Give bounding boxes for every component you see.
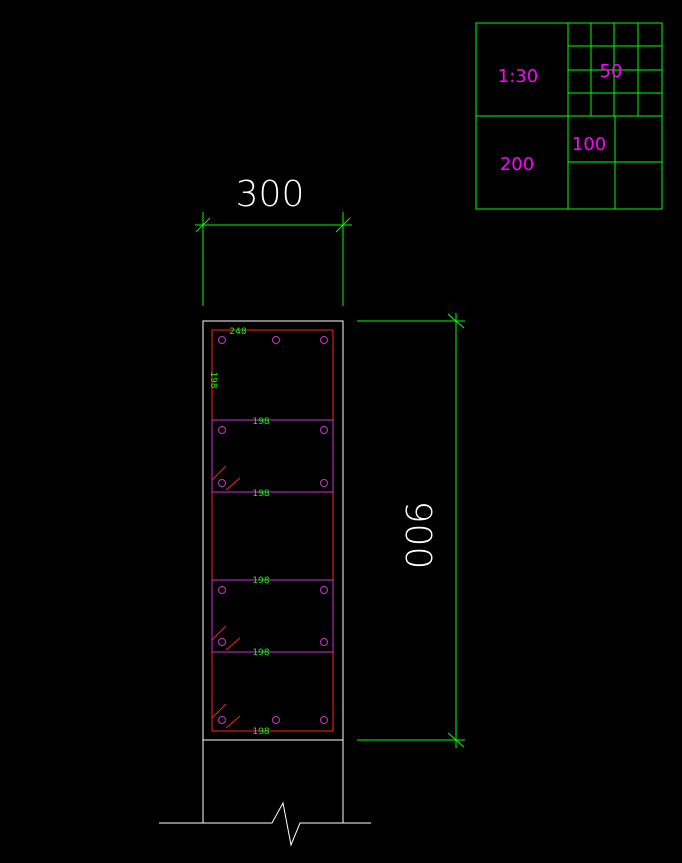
rebar-dot xyxy=(320,426,328,434)
rebar-dot xyxy=(218,479,226,487)
hook-mark xyxy=(225,637,241,651)
height-tick-top xyxy=(447,313,465,329)
column-outline xyxy=(159,320,371,847)
rebar-dot xyxy=(320,479,328,487)
inner-tie-lower xyxy=(211,579,334,653)
width-dimension xyxy=(195,212,352,306)
hook-mark xyxy=(225,715,241,729)
inner-tie-upper xyxy=(211,419,334,493)
legend-label-main: 1:30 xyxy=(498,66,538,87)
rebar-dot xyxy=(320,638,328,646)
inner-ties xyxy=(211,419,334,653)
legend-label-fine: 100 xyxy=(572,134,606,155)
stirrup-hooks xyxy=(211,465,241,729)
hook-mark xyxy=(211,465,227,481)
rebar-dot xyxy=(272,336,280,344)
rebar-dot xyxy=(218,336,226,344)
legend-medium-grid xyxy=(568,116,662,209)
rebar-dot xyxy=(320,586,328,594)
stirrup-label-top: 248 xyxy=(229,327,246,337)
rebar-dot xyxy=(218,638,226,646)
rebar-dot xyxy=(272,716,280,724)
rebar-dot xyxy=(218,586,226,594)
width-tick-left xyxy=(195,217,211,233)
outer-stirrup xyxy=(211,329,334,732)
rebar-dot xyxy=(218,426,226,434)
stirrup-label-row-1: 198 xyxy=(252,417,269,427)
height-dimension xyxy=(357,313,465,748)
stirrup-label-row-5: 198 xyxy=(252,727,269,737)
stirrup-label-row-4: 198 xyxy=(252,648,269,658)
stirrup-label-row-3: 198 xyxy=(252,576,269,586)
rebar-dot xyxy=(218,716,226,724)
width-tick-right xyxy=(335,217,351,233)
hook-mark xyxy=(225,477,241,491)
column-section xyxy=(202,320,344,741)
scale-legend xyxy=(475,22,663,210)
stirrup-label-side: 198 xyxy=(208,371,218,388)
width-dimension-text: 300 xyxy=(236,174,305,215)
break-line xyxy=(159,801,371,847)
stirrup-label-row-2: 198 xyxy=(252,489,269,499)
height-tick-bottom xyxy=(447,732,465,748)
rebar-dot xyxy=(320,336,328,344)
legend-label-large: 200 xyxy=(500,154,534,175)
legend-label-medium: 50 xyxy=(600,61,623,82)
hook-mark xyxy=(211,703,227,719)
legend-fine-grid xyxy=(568,23,662,116)
longitudinal-bars xyxy=(218,336,328,724)
height-dimension-text: 900 xyxy=(397,501,438,570)
rebar-dot xyxy=(320,716,328,724)
hook-mark xyxy=(211,625,227,641)
